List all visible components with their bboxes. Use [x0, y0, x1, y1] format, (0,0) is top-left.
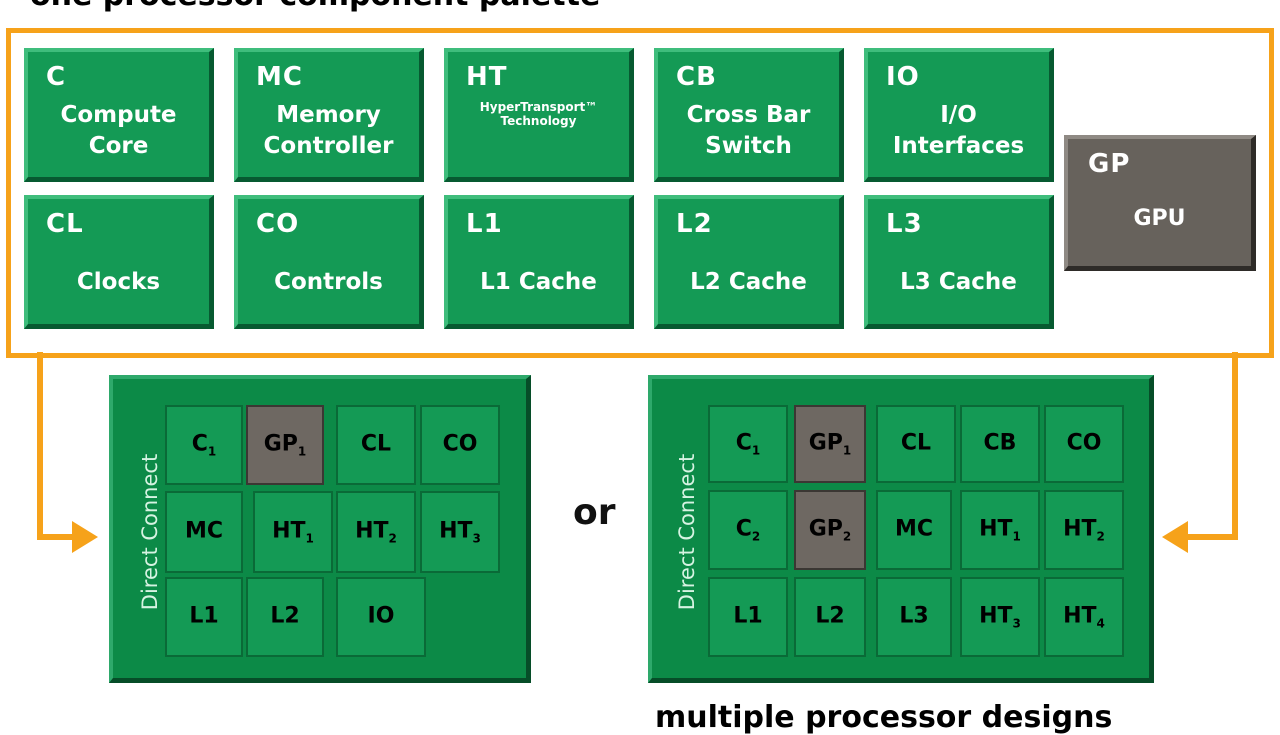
chip-name: Controls — [274, 269, 383, 295]
palette-chip-l3-cache: L3 L3 Cache — [864, 195, 1054, 329]
cell-gp2: GP2 — [794, 490, 866, 570]
chip-name: Compute Core — [60, 102, 177, 159]
palette-chip-hypertransport: HT HyperTransport™ Technology — [444, 48, 634, 182]
chip-code: IO — [886, 62, 920, 92]
left-arrow-shaft — [37, 534, 79, 540]
cell-ht3: HT3 — [420, 491, 500, 573]
cell-ht2: HT2 — [336, 491, 416, 573]
right-arrow-stem — [1232, 352, 1238, 540]
cell-ht2: HT2 — [1044, 490, 1124, 570]
palette-chip-controls: CO Controls — [234, 195, 424, 329]
chip-name: L3 Cache — [900, 269, 1017, 295]
cell-co: CO — [420, 405, 500, 485]
chip-name: Clocks — [76, 269, 161, 295]
cell-co: CO — [1044, 405, 1124, 483]
palette-chip-io-interfaces: IO I/O Interfaces — [864, 48, 1054, 182]
designs-caption: multiple processor designs — [655, 700, 1113, 735]
cell-cl: CL — [876, 405, 956, 483]
palette-title: one processor component palette — [30, 0, 600, 13]
chip-code: L2 — [676, 209, 713, 239]
left-arrow-stem — [37, 352, 43, 540]
right-arrow-head-icon — [1162, 521, 1188, 553]
cell-gp1: GP1 — [794, 405, 866, 483]
cell-l2: L2 — [246, 577, 324, 657]
cell-l3: L3 — [876, 577, 952, 657]
cell-cl: CL — [336, 405, 416, 485]
or-label: or — [573, 492, 616, 533]
cell-ht4: HT4 — [1044, 577, 1124, 657]
cell-c2: C2 — [708, 490, 788, 570]
cell-c1: C1 — [165, 405, 243, 485]
cell-l2: L2 — [794, 577, 866, 657]
palette-chip-gpu: GP GPU — [1064, 135, 1256, 271]
chip-name: Memory Controller — [263, 102, 394, 159]
palette-chip-memory-controller: MC Memory Controller — [234, 48, 424, 182]
component-palette — [6, 28, 1274, 358]
cell-cb: CB — [960, 405, 1040, 483]
cell-gp1: GP1 — [246, 405, 324, 485]
cell-mc: MC — [876, 490, 952, 570]
chip-name: L2 Cache — [690, 269, 807, 295]
chip-name: HyperTransport™ Technology — [479, 100, 598, 128]
chip-code: L1 — [466, 209, 503, 239]
cell-c1: C1 — [708, 405, 788, 483]
palette-chip-l2-cache: L2 L2 Cache — [654, 195, 844, 329]
chip-code: GP — [1088, 149, 1131, 179]
cell-ht1: HT1 — [253, 491, 333, 573]
direct-connect-label-right: Direct Connect — [675, 453, 699, 611]
chip-code: HT — [466, 62, 508, 92]
chip-name: GPU — [1133, 206, 1186, 231]
cell-l1: L1 — [165, 577, 243, 657]
chip-code: CO — [256, 209, 300, 239]
cell-l1: L1 — [708, 577, 788, 657]
chip-code: MC — [256, 62, 303, 92]
cell-ht1: HT1 — [960, 490, 1040, 570]
chip-code: C — [46, 62, 67, 92]
palette-chip-compute-core: C Compute Core — [24, 48, 214, 182]
palette-chip-cross-bar-switch: CB Cross Bar Switch — [654, 48, 844, 182]
chip-name: I/O Interfaces — [892, 102, 1025, 159]
cell-mc: MC — [165, 491, 243, 573]
cell-ht3: HT3 — [960, 577, 1040, 657]
chip-name: L1 Cache — [480, 269, 597, 295]
chip-code: L3 — [886, 209, 923, 239]
direct-connect-label-left: Direct Connect — [138, 453, 162, 611]
chip-code: CB — [676, 62, 717, 92]
palette-chip-l1-cache: L1 L1 Cache — [444, 195, 634, 329]
chip-name: Cross Bar Switch — [686, 102, 811, 159]
palette-chip-clocks: CL Clocks — [24, 195, 214, 329]
cell-io: IO — [336, 577, 426, 657]
chip-code: CL — [46, 209, 84, 239]
left-arrow-head-icon — [72, 521, 98, 553]
right-arrow-shaft — [1186, 534, 1238, 540]
